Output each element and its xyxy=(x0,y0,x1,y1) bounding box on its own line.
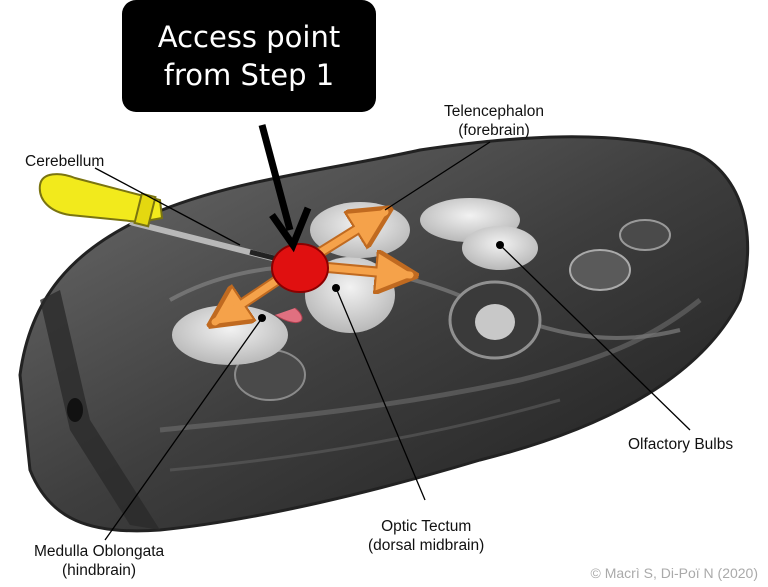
label-medulla-oblongata: Medulla Oblongata (hindbrain) xyxy=(34,542,164,580)
callout-pointer-arrow xyxy=(258,124,312,253)
callout-line-1: Access point xyxy=(157,20,341,54)
screwdriver-icon xyxy=(38,173,303,268)
label-optic-tectum-sub: (dorsal midbrain) xyxy=(368,537,485,554)
label-telencephalon-title: Telencephalon xyxy=(444,103,544,120)
label-medulla-title: Medulla Oblongata xyxy=(34,543,165,560)
label-telencephalon-sub: (forebrain) xyxy=(458,122,530,139)
callout-line-2: from Step 1 xyxy=(163,58,335,92)
access-point-callout: Access point from Step 1 xyxy=(122,0,376,112)
label-medulla-sub: (hindbrain) xyxy=(62,562,137,579)
copyright-text: © Macrì S, Di-Poï N (2020) xyxy=(590,565,758,581)
label-telencephalon: Telencephalon (forebrain) xyxy=(444,102,544,140)
label-cerebellum: Cerebellum xyxy=(25,153,105,170)
label-optic-tectum: Optic Tectum (dorsal midbrain) xyxy=(368,517,484,555)
label-optic-tectum-title: Optic Tectum xyxy=(381,518,472,535)
leader-lines xyxy=(94,141,691,541)
label-olfactory-bulbs: Olfactory Bulbs xyxy=(628,436,734,453)
access-point-marker xyxy=(271,243,329,293)
head-outline xyxy=(18,135,750,533)
